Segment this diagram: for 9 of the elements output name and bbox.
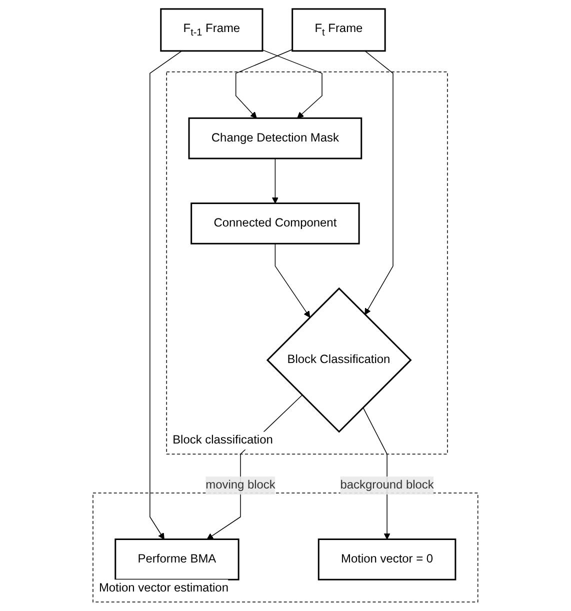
process-box: F$_{t}$ Frame [292, 8, 386, 52]
process-box: Performe BMA [114, 538, 240, 580]
decision-diamond: Block Classification [266, 287, 412, 433]
edge-label: moving block [206, 476, 276, 494]
process-box: F$_{t-1}$ Frame [160, 8, 264, 52]
process-box: Change Detection Mask [188, 117, 362, 160]
process-box: Connected Component [190, 202, 360, 244]
process-box: Motion vector = 0 [318, 538, 456, 580]
edge-label: background block [340, 476, 434, 494]
